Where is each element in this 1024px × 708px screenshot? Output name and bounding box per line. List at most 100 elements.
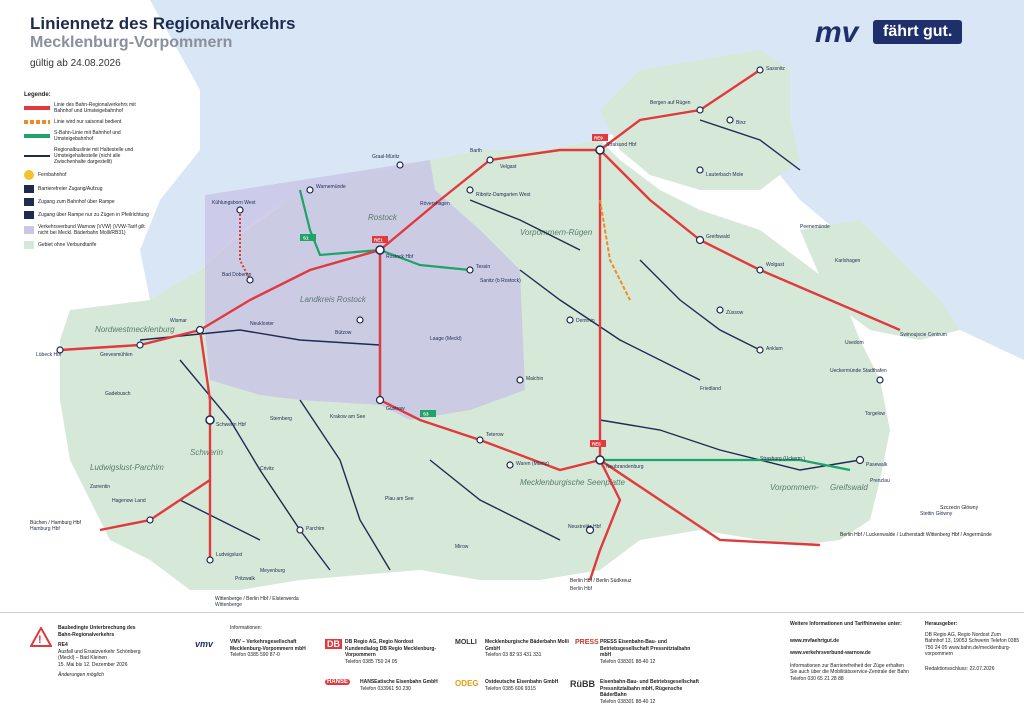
station-marker[interactable] [195, 325, 205, 335]
station-label[interactable]: Zarrentin [90, 484, 110, 490]
station-marker[interactable] [375, 395, 385, 405]
website-link[interactable]: www.mvfaehrtgut.de [790, 637, 839, 644]
station-label[interactable]: Plau am See [385, 496, 414, 502]
station-label[interactable]: Grevesmühlen [100, 352, 133, 358]
station-label[interactable]: Swinoujscie Centrum [900, 332, 947, 338]
station-label[interactable]: Sassnitz [766, 66, 785, 72]
elster-connection[interactable]: Wittenberge / Berlin Hbf / Elsterwerda [215, 596, 299, 602]
station-marker[interactable] [396, 161, 404, 169]
station-marker[interactable] [595, 145, 605, 155]
station-marker[interactable] [486, 156, 494, 164]
station-label[interactable]: Velgast [500, 164, 517, 170]
station-marker[interactable] [246, 276, 254, 284]
station-label[interactable]: Pasewalk [866, 462, 888, 468]
station-label[interactable]: Schwerin Hbf [216, 422, 246, 428]
station-label[interactable]: Züssow [726, 310, 744, 316]
station-marker[interactable] [756, 66, 764, 74]
station-marker[interactable] [206, 556, 214, 564]
stettin-connection[interactable]: Szczecin Główny [940, 505, 979, 511]
station-marker[interactable] [506, 461, 514, 469]
website-link[interactable]: www.verkehrsverbund-warnow.de [790, 650, 871, 656]
station-label[interactable]: Sternberg [270, 416, 292, 422]
station-label[interactable]: Bergen auf Rügen [650, 100, 691, 106]
station-label[interactable]: Rövershagen [420, 201, 450, 207]
station-label[interactable]: Malchin [526, 376, 543, 382]
station-marker[interactable] [716, 306, 724, 314]
station-label[interactable]: Peenemünde [800, 224, 830, 230]
station-label[interactable]: Laage (Meckl) [430, 336, 462, 342]
station-marker[interactable] [146, 516, 154, 524]
station-label[interactable]: Crivitz [260, 466, 274, 472]
station-marker[interactable] [756, 346, 764, 354]
station-marker[interactable] [585, 525, 595, 535]
station-label[interactable]: Torgelow [865, 411, 885, 417]
station-label[interactable]: Lübeck Hbf [36, 352, 62, 358]
station-label[interactable]: Kühlungsborn West [212, 200, 256, 206]
hamburg-connection[interactable]: Büchen / Hamburg Hbf [30, 520, 81, 526]
station-label[interactable]: Sanitz (b Rostock) [480, 278, 521, 284]
station-marker[interactable] [56, 346, 64, 354]
station-marker[interactable] [236, 206, 244, 214]
station-label[interactable]: Krakow am See [330, 414, 366, 420]
berlin-south-connection[interactable]: Berlin Hbf / Berlin Südkreuz [570, 578, 632, 584]
station-marker[interactable] [595, 455, 605, 465]
station-label[interactable]: Parchim [306, 526, 324, 532]
station-marker[interactable] [726, 116, 734, 124]
station-label[interactable]: Waren (Müritz) [516, 461, 549, 467]
station-marker[interactable] [476, 436, 484, 444]
station-label[interactable]: Hagenow Land [112, 498, 146, 504]
station-label[interactable]: Anklam [766, 346, 783, 352]
station-label[interactable]: Stralsund Hbf [606, 142, 637, 148]
station-marker[interactable] [855, 455, 865, 465]
station-label[interactable]: Meyenburg [260, 568, 285, 574]
station-label[interactable]: Wismar [170, 318, 187, 324]
station-marker[interactable] [296, 526, 304, 534]
station-label[interactable]: Wolgast [766, 262, 785, 268]
station-label[interactable]: Barth [470, 148, 482, 154]
station-marker[interactable] [466, 266, 474, 274]
station-label[interactable]: Greifswald [706, 234, 730, 240]
seasonal-line [599, 199, 631, 301]
station-marker[interactable] [876, 376, 884, 384]
station-label[interactable]: Mirow [455, 544, 469, 550]
station-label[interactable]: Ludwigslust [216, 552, 243, 558]
station-label[interactable]: Ueckermünde Stadthafen [830, 368, 887, 374]
station-marker[interactable] [466, 186, 474, 194]
station-label[interactable]: Rostock Hbf [386, 254, 414, 260]
station-marker[interactable] [205, 415, 215, 425]
station-label[interactable]: Güstrow [386, 406, 405, 412]
station-marker[interactable] [516, 376, 524, 384]
station-label[interactable]: Teterow [486, 432, 504, 438]
station-label[interactable]: Friedland [700, 386, 721, 392]
station-marker[interactable] [695, 235, 705, 245]
station-label[interactable]: Tessin [476, 264, 490, 270]
station-label[interactable]: Neukloster [250, 321, 274, 327]
info-heading: Informationen: [230, 625, 262, 631]
station-label[interactable]: Neubrandenburg [606, 464, 644, 470]
station-label[interactable]: Warnemünde [316, 184, 346, 190]
station-label[interactable]: Graal-Müritz [372, 154, 400, 160]
station-label[interactable]: Binz [736, 120, 746, 126]
station-label[interactable]: Pritzwalk [235, 576, 256, 582]
station-label[interactable]: Neustrelitz Hbf [568, 524, 601, 530]
station-label[interactable]: Prenzlau [870, 478, 890, 484]
mv-logo[interactable]: mv fährt gut. [815, 16, 995, 50]
station-marker[interactable] [356, 316, 364, 324]
station-label[interactable]: Usedom [845, 340, 864, 346]
station-label[interactable]: Demmin [576, 318, 595, 324]
station-label[interactable]: Ribnitz-Damgarten West [476, 192, 531, 198]
station-label[interactable]: Bad Doberan [222, 272, 252, 278]
station-label[interactable]: Karlshagen [835, 258, 861, 264]
station-marker[interactable] [136, 341, 144, 349]
berlin-north-connection[interactable]: Berlin Hbf / Luckenwalde / Lutherstadt W… [840, 532, 992, 538]
station-marker[interactable] [696, 106, 704, 114]
station-marker[interactable] [306, 186, 314, 194]
station-label[interactable]: Bützow [335, 330, 352, 336]
station-marker[interactable] [756, 266, 764, 274]
station-label[interactable]: Strasburg (Uckerm.) [760, 456, 805, 462]
station-label[interactable]: Gadebusch [105, 391, 131, 397]
station-marker[interactable] [696, 166, 704, 174]
station-marker[interactable] [375, 245, 385, 255]
station-marker[interactable] [566, 316, 574, 324]
station-label[interactable]: Lauterbach Mole [706, 172, 743, 178]
